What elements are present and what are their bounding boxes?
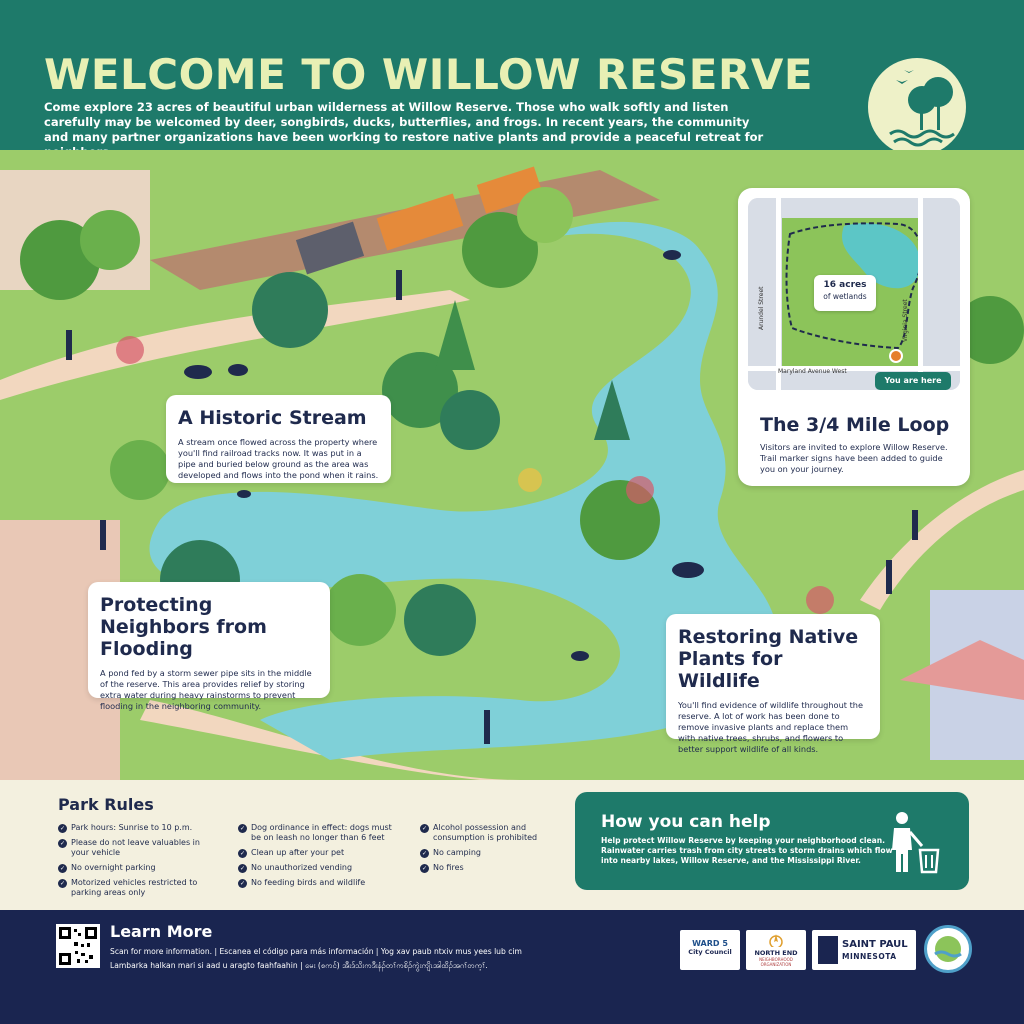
street-label-maryland: Maryland Avenue West	[778, 368, 847, 375]
rule-item: ✓Please do not leave valuables in your v…	[58, 838, 200, 857]
map-illustration	[748, 198, 960, 390]
saint-paul-name: SAINT PAUL	[842, 939, 908, 950]
learn-more-line-2: Lambarka halkan mari si aad u aragto faa…	[110, 961, 488, 970]
compass-icon	[769, 934, 783, 947]
rules-column-1: ✓Park hours: Sunrise to 10 p.m. ✓Please …	[58, 823, 208, 903]
rule-item: ✓No feeding birds and wildlife	[238, 878, 366, 888]
rule-item: ✓Motorized vehicles restricted to parkin…	[58, 878, 198, 897]
rule-item: ✓Dog ordinance in effect: dogs must be o…	[238, 823, 392, 842]
rule-item: ✓No camping	[420, 848, 481, 858]
help-title: How you can help	[601, 812, 771, 832]
loop-description: Visitors are invited to explore Willow R…	[760, 442, 948, 474]
ward5-name: WARD 5	[692, 939, 728, 948]
learn-more-title: Learn More	[110, 922, 213, 941]
flooding-card: Protecting Neighbors from Flooding A pon…	[88, 582, 330, 711]
check-icon: ✓	[58, 839, 67, 848]
reserve-map	[748, 198, 960, 390]
watershed-seal-icon	[934, 936, 962, 962]
loop-title: The 3/4 Mile Loop	[760, 414, 950, 436]
native-plants-text: You'll find evidence of wildlife through…	[678, 700, 864, 754]
historic-stream-card: A Historic Stream A stream once flowed a…	[166, 395, 391, 483]
rule-item: ✓Alcohol possession and consumption is p…	[420, 823, 538, 842]
check-icon: ✓	[420, 824, 429, 833]
page-title: WELCOME TO WILLOW RESERVE	[44, 50, 814, 99]
check-icon: ✓	[58, 864, 67, 873]
flooding-title: Protecting Neighbors from Flooding	[100, 594, 267, 660]
saint-paul-mark-icon	[818, 936, 838, 964]
north-end-logo: NORTH END NEIGHBORHOOD ORGANIZATION	[746, 930, 806, 970]
loop-map-card: The 3/4 Mile Loop Visitors are invited t…	[738, 188, 970, 486]
native-plants-card: Restoring Native Plants for Wildlife You…	[666, 614, 880, 754]
check-icon: ✓	[238, 824, 247, 833]
check-icon: ✓	[238, 879, 247, 888]
check-icon: ✓	[58, 879, 67, 888]
rule-item: ✓Clean up after your pet	[238, 848, 345, 858]
learn-more-line-1: Scan for more information. | Escanea el …	[110, 947, 522, 956]
historic-stream-title: A Historic Stream	[178, 407, 367, 429]
qr-code-icon	[59, 927, 97, 965]
check-icon: ✓	[420, 849, 429, 858]
check-icon: ✓	[238, 849, 247, 858]
help-text: Help protect Willow Reserve by keeping y…	[601, 836, 893, 865]
rule-item: ✓Park hours: Sunrise to 10 p.m.	[58, 823, 193, 833]
reserve-logo	[868, 58, 966, 156]
watershed-district-seal	[924, 925, 972, 973]
acres-value: 16 acres	[823, 280, 867, 290]
willow-reserve-logo-icon	[889, 70, 955, 147]
saint-paul-state: MINNESOTA	[842, 952, 897, 961]
you-are-here-badge: You are here	[875, 372, 951, 390]
ward5-council: City Council	[688, 948, 732, 956]
qr-code[interactable]	[56, 924, 100, 968]
rule-item: ✓No unauthorized vending	[238, 863, 353, 873]
rules-column-2: ✓Dog ordinance in effect: dogs must be o…	[238, 823, 398, 893]
rule-item: ✓No overnight parking	[58, 863, 156, 873]
flooding-text: A pond fed by a storm sewer pipe sits in…	[100, 668, 312, 711]
north-end-name: NORTH END	[754, 949, 798, 957]
check-icon: ✓	[58, 824, 67, 833]
street-label-virginia: Virginia Street	[902, 299, 909, 342]
rule-item: ✓No fires	[420, 863, 464, 873]
historic-stream-text: A stream once flowed across the property…	[178, 437, 379, 480]
ward5-logo: WARD 5 City Council	[680, 930, 740, 970]
acres-unit: of wetlands	[823, 292, 867, 301]
check-icon: ✓	[420, 864, 429, 873]
north-end-org: NEIGHBORHOOD ORGANIZATION	[759, 957, 793, 967]
park-rules-title: Park Rules	[58, 795, 154, 814]
rules-column-3: ✓Alcohol possession and consumption is p…	[420, 823, 540, 878]
person-trash-can-icon	[892, 812, 940, 874]
check-icon: ✓	[238, 864, 247, 873]
wetlands-acres-label: 16 acres of wetlands	[814, 275, 876, 311]
street-label-arundel: Arundel Street	[758, 286, 765, 330]
saint-paul-logo: SAINT PAUL MINNESOTA	[812, 930, 916, 970]
native-plants-title: Restoring Native Plants for Wildlife	[678, 626, 859, 692]
